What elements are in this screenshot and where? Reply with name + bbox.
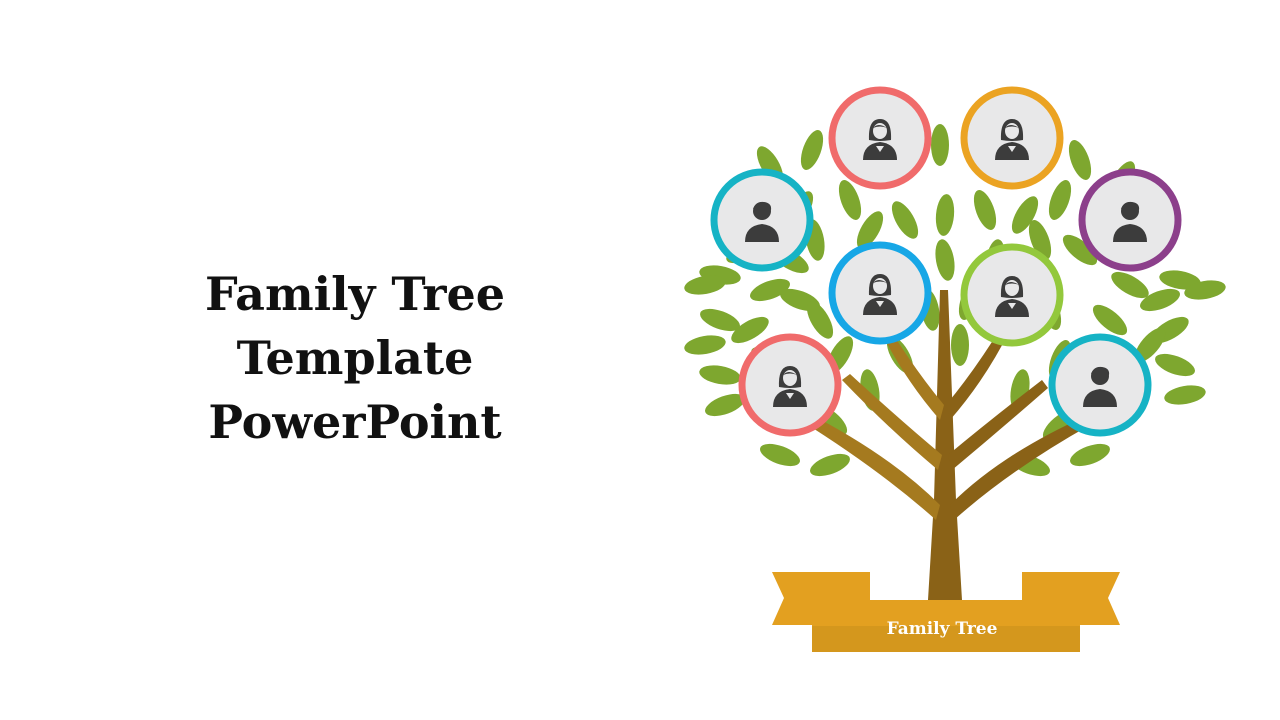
leaf: [935, 239, 955, 281]
leaf: [935, 194, 955, 236]
banner: Family Tree: [772, 572, 1120, 652]
banner-label: Family Tree: [887, 619, 998, 639]
member-portrait-green-center: [960, 243, 1064, 347]
leaf: [1092, 304, 1128, 336]
leaf: [684, 275, 726, 295]
leaf: [1184, 280, 1226, 300]
leaf: [750, 278, 790, 302]
leaf: [891, 201, 919, 239]
member-portrait-coral-left: [738, 333, 842, 437]
leaf: [1134, 327, 1166, 363]
leaf: [931, 124, 949, 166]
leaf: [1028, 220, 1052, 260]
leaf: [1159, 270, 1201, 290]
portraits-group: [710, 86, 1182, 437]
title-line-2: Template: [236, 331, 474, 385]
title-line-3: PowerPoint: [208, 395, 502, 449]
leaf: [1070, 443, 1110, 467]
leaf: [1111, 271, 1149, 299]
member-portrait-blue-center: [828, 241, 932, 345]
tree-trunk: [800, 290, 1090, 600]
leaf: [760, 443, 800, 467]
member-portrait-pink-top: [828, 86, 932, 190]
leaf: [951, 324, 969, 366]
leaf: [699, 365, 741, 385]
leaf: [1155, 353, 1195, 377]
leaf: [684, 335, 726, 355]
member-portrait-purple-right: [1078, 168, 1182, 272]
leaf: [1140, 288, 1180, 312]
member-portrait-teal-right: [1048, 333, 1152, 437]
title-line-1: Family Tree: [205, 267, 505, 321]
leaf: [1068, 140, 1092, 180]
slide-title: Family Tree Template PowerPoint: [150, 262, 560, 454]
leaf: [1011, 196, 1039, 234]
leaf: [856, 211, 884, 249]
leaf: [1048, 180, 1072, 220]
leaf: [810, 453, 850, 477]
leaf: [705, 393, 745, 417]
member-portrait-teal-left: [710, 168, 814, 272]
leaf: [800, 130, 824, 170]
leaf: [806, 301, 834, 339]
leaf: [1164, 385, 1206, 405]
member-portrait-orange-top: [960, 86, 1064, 190]
leaf: [1062, 234, 1098, 266]
leaf: [973, 190, 997, 230]
leaf: [731, 316, 769, 344]
leaf: [700, 308, 740, 332]
leaf: [838, 180, 862, 220]
